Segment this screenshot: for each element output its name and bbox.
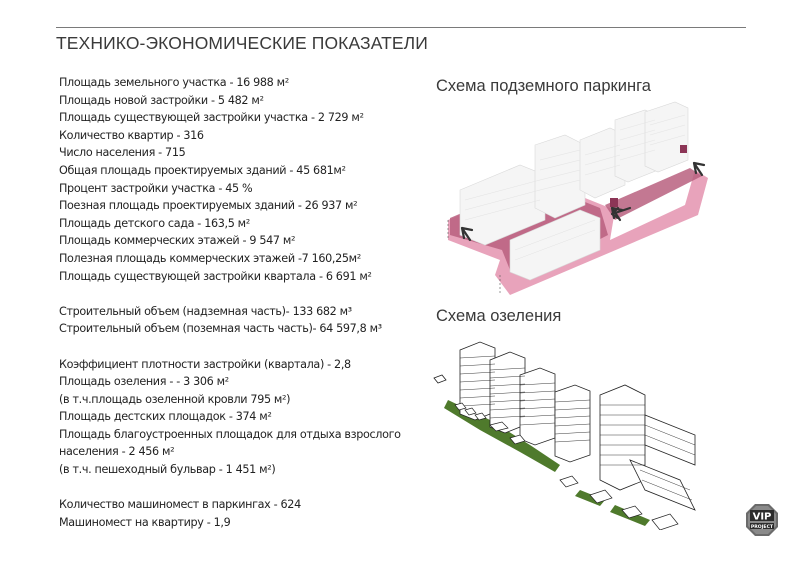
indicators-group-volume: Строительный объем (надземная часть)- 13… xyxy=(59,303,401,338)
indicator-line: Площадь дестских площадок - 374 м² xyxy=(59,410,272,424)
indicator-line: Площадь существующей застройки квартала … xyxy=(59,269,372,283)
greening-scheme-title: Схема озеления xyxy=(436,307,562,325)
indicators-group-areas: Площадь земельного участка - 16 988 м² П… xyxy=(59,74,401,285)
greening-scheme-diagram xyxy=(433,341,696,530)
parking-scheme-title: Схема подземного паркинга xyxy=(436,77,651,95)
indicator-line: Общая площадь проектируемых зданий - 45 … xyxy=(59,163,346,177)
indicator-line: Число населения - 715 xyxy=(59,146,186,160)
indicator-line: Площадь озеления - - 3 306 м² xyxy=(59,375,229,389)
indicator-line: (в т.ч.площадь озеленной кровли 795 м²) xyxy=(59,392,291,406)
indicator-line: Строительный объем (надземная часть)- 13… xyxy=(59,304,352,318)
indicator-line: Полезная площадь коммерческих этажей -7 … xyxy=(59,251,361,265)
indicators-group-parking: Количество машиномест в паркингах - 624 … xyxy=(59,496,401,531)
indicator-line: (в т.ч. пешеходный бульвар - 1 451 м²) xyxy=(59,463,276,477)
indicator-line: Строительный объем (поземная часть часть… xyxy=(59,322,382,336)
indicator-line: Количество квартир - 316 xyxy=(59,128,204,142)
indicator-line: Процент застройки участка - 45 % xyxy=(59,181,253,195)
indicators-group-greening: Коэффициент плотности застройки (квартал… xyxy=(59,356,401,479)
logo-text-vip: VIP xyxy=(753,512,772,523)
page-title: ТЕХНИКО-ЭКОНОМИЧЕСКИЕ ПОКАЗАТЕЛИ xyxy=(56,33,428,53)
indicator-line: Машиномест на квартиру - 1,9 xyxy=(59,515,231,529)
indicator-line: населения - 2 456 м² xyxy=(59,445,175,459)
indicator-line: Коэффициент плотности застройки (квартал… xyxy=(59,357,351,371)
indicator-line: Площадь земельного участка - 16 988 м² xyxy=(59,76,289,89)
top-divider xyxy=(56,27,746,28)
indicator-line: Площадь детского сада - 163,5 м² xyxy=(59,216,250,230)
indicator-line: Поезная площадь проектируемых зданий - 2… xyxy=(59,199,358,213)
indicator-line: Площадь коммерческих этажей - 9 547 м² xyxy=(59,234,296,248)
logo-text-project: PROJECT xyxy=(751,524,774,530)
indicators-list: Площадь земельного участка - 16 988 м² П… xyxy=(59,74,401,549)
indicator-line: Площадь новой застройки - 5 482 м² xyxy=(59,93,264,107)
indicator-line: Площадь благоустроенных площадок для отд… xyxy=(59,427,401,441)
indicator-line: Площадь существующей застройки участка -… xyxy=(59,111,364,125)
indicator-line: Количество машиномест в паркингах - 624 xyxy=(59,498,301,512)
vip-project-logo: VIP PROJECT xyxy=(746,504,778,536)
parking-scheme-diagram xyxy=(447,101,708,295)
